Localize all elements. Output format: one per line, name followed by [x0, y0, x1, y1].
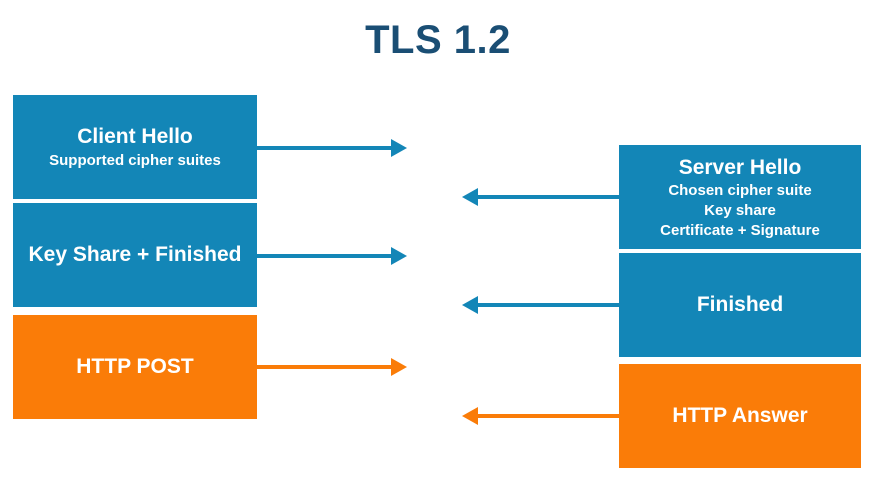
arrow-right-icon — [391, 358, 407, 376]
message-title: HTTP Answer — [672, 404, 808, 428]
message-box-http-post: HTTP POST — [13, 315, 257, 419]
arrow-http-answer-to-client — [462, 407, 620, 425]
message-box-key-share-finished: Key Share + Finished — [13, 203, 257, 307]
message-title: HTTP POST — [76, 355, 194, 379]
message-title: Client Hello — [77, 125, 193, 149]
message-box-finished: Finished — [619, 253, 861, 357]
arrow-line — [257, 146, 393, 150]
arrow-line — [476, 303, 620, 307]
arrow-left-icon — [462, 296, 478, 314]
message-title: Finished — [696, 293, 784, 317]
message-box-server-hello: Server Hello Chosen cipher suite Key sha… — [619, 145, 861, 249]
message-box-http-answer: HTTP Answer — [619, 364, 861, 468]
message-detail: Key share — [704, 201, 776, 219]
arrow-line — [257, 254, 393, 258]
arrow-right-icon — [391, 139, 407, 157]
arrow-server-hello-to-client — [462, 188, 620, 206]
message-detail: Certificate + Signature — [660, 221, 820, 239]
message-detail: Supported cipher suites — [49, 151, 221, 169]
arrow-client-hello-to-server — [257, 139, 407, 157]
message-box-client-hello: Client Hello Supported cipher suites — [13, 95, 257, 199]
message-title: Server Hello — [678, 155, 802, 179]
arrow-line — [476, 414, 620, 418]
arrow-right-icon — [391, 247, 407, 265]
message-title: Key Share + Finished — [28, 243, 242, 267]
arrow-left-icon — [462, 188, 478, 206]
arrow-left-icon — [462, 407, 478, 425]
arrow-http-post-to-server — [257, 358, 407, 376]
arrow-finished-to-client — [462, 296, 620, 314]
message-detail: Chosen cipher suite — [668, 181, 812, 199]
arrow-line — [257, 365, 393, 369]
arrow-line — [476, 195, 620, 199]
diagram-title: TLS 1.2 — [365, 18, 511, 62]
arrow-key-share-finished-to-server — [257, 247, 407, 265]
